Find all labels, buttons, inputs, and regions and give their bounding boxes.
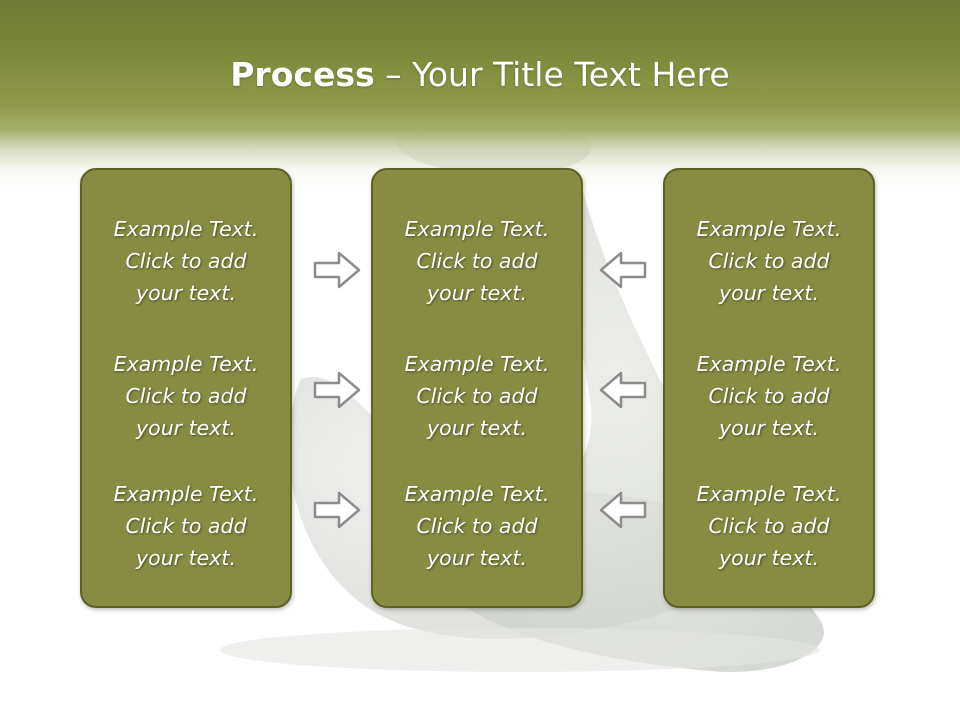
text-line: Example Text. (404, 217, 550, 241)
arrow-left-icon[interactable] (597, 490, 647, 530)
text-line: your text. (427, 546, 527, 570)
process-box-right[interactable]: Example Text. Click to add your text. Ex… (663, 168, 875, 608)
text-line: your text. (136, 281, 236, 305)
text-line: Example Text. (113, 352, 259, 376)
text-line: your text. (719, 281, 819, 305)
text-line: Example Text. (696, 482, 842, 506)
text-line: your text. (719, 416, 819, 440)
text-line: Example Text. (404, 352, 550, 376)
text-line: Click to add (708, 249, 830, 273)
title-rest: – Your Title Text Here (374, 55, 730, 94)
text-line: Example Text. (404, 482, 550, 506)
title-strong: Process (230, 55, 375, 94)
arrow-right-icon[interactable] (313, 370, 363, 410)
text-block[interactable]: Example Text. Click to add your text. (665, 213, 873, 309)
arrow-left-icon[interactable] (597, 370, 647, 410)
text-block[interactable]: Example Text. Click to add your text. (373, 348, 581, 444)
text-line: Click to add (125, 249, 247, 273)
text-line: Click to add (416, 249, 538, 273)
text-block[interactable]: Example Text. Click to add your text. (82, 348, 290, 444)
text-line: Click to add (416, 384, 538, 408)
text-line: your text. (136, 416, 236, 440)
arrow-right-icon[interactable] (313, 490, 363, 530)
text-line: your text. (719, 546, 819, 570)
text-line: your text. (136, 546, 236, 570)
arrow-right-icon[interactable] (313, 250, 363, 290)
process-box-left[interactable]: Example Text. Click to add your text. Ex… (80, 168, 292, 608)
text-block[interactable]: Example Text. Click to add your text. (82, 478, 290, 574)
process-box-center[interactable]: Example Text. Click to add your text. Ex… (371, 168, 583, 608)
header-band (0, 0, 960, 190)
text-line: Example Text. (113, 217, 259, 241)
text-block[interactable]: Example Text. Click to add your text. (665, 478, 873, 574)
text-line: Click to add (416, 514, 538, 538)
text-line: Click to add (125, 384, 247, 408)
text-line: Click to add (125, 514, 247, 538)
text-line: Click to add (708, 514, 830, 538)
text-line: your text. (427, 281, 527, 305)
text-line: Example Text. (113, 482, 259, 506)
text-block[interactable]: Example Text. Click to add your text. (665, 348, 873, 444)
text-block[interactable]: Example Text. Click to add your text. (82, 213, 290, 309)
arrow-left-icon[interactable] (597, 250, 647, 290)
text-line: Example Text. (696, 352, 842, 376)
text-block[interactable]: Example Text. Click to add your text. (373, 213, 581, 309)
text-line: your text. (427, 416, 527, 440)
text-line: Example Text. (696, 217, 842, 241)
text-line: Click to add (708, 384, 830, 408)
slide-title[interactable]: Process – Your Title Text Here (0, 52, 960, 98)
text-block[interactable]: Example Text. Click to add your text. (373, 478, 581, 574)
